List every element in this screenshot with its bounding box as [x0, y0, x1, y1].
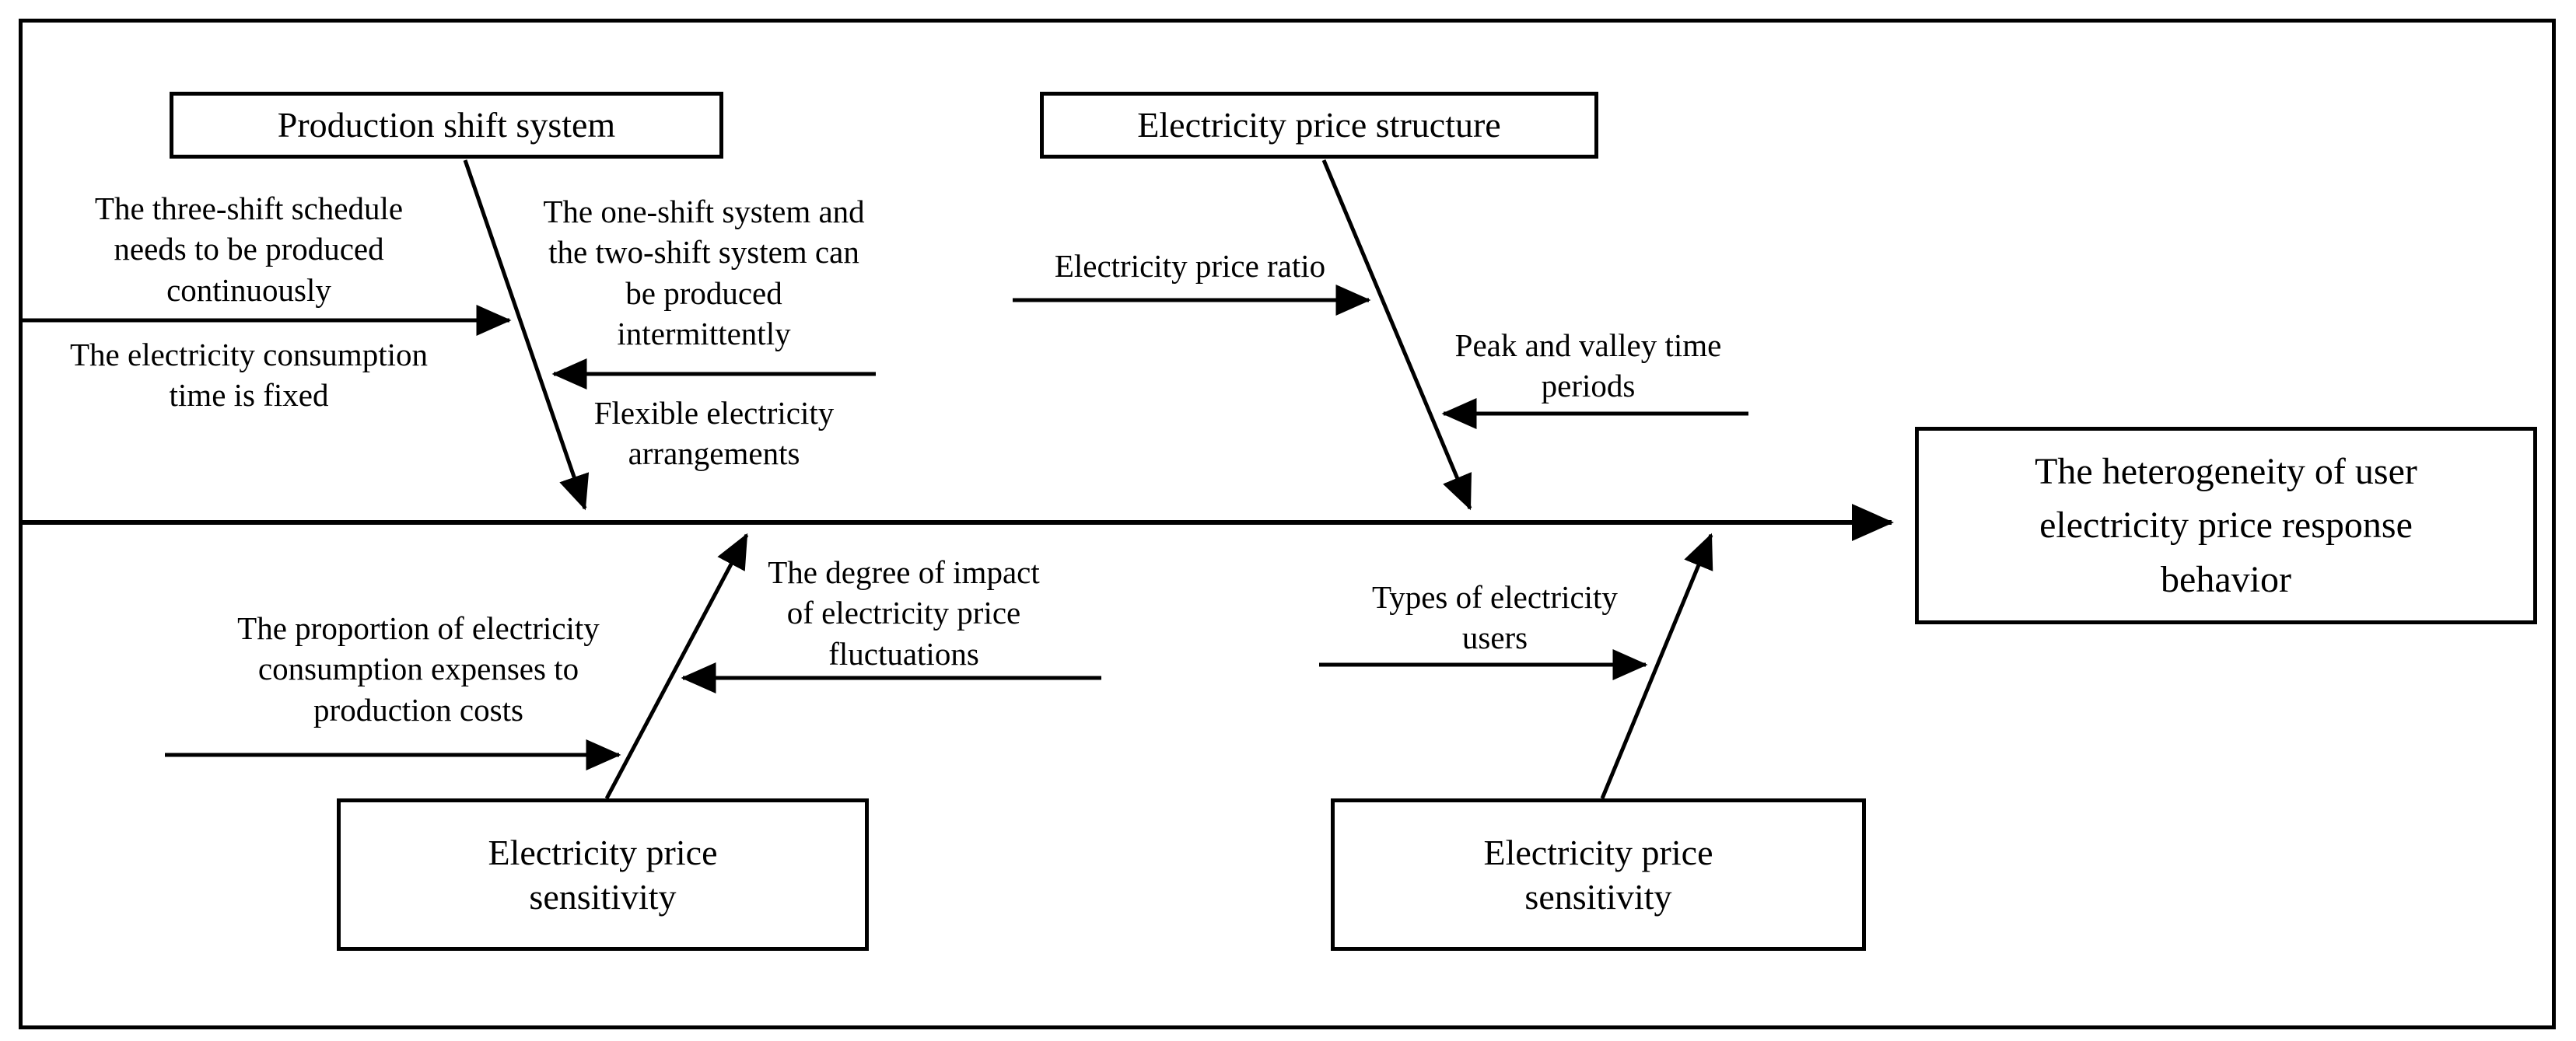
cause-label-types-of-users: Types of electricity users — [1372, 579, 1618, 656]
cause-label-electricity-price-ratio: Electricity price ratio — [1054, 248, 1326, 284]
cause-label-peak-valley-periods: Peak and valley time periods — [1454, 327, 1722, 404]
category-box-electricity-price-structure: Electricity price structure — [1040, 92, 1598, 159]
cause-label-consumption-time-fixed: The electricity consumption time is fixe… — [70, 337, 428, 414]
bone-production-shift — [463, 159, 590, 511]
bone-price-sensitivity-right — [1600, 533, 1713, 799]
category-box-production-shift-system: Production shift system — [170, 92, 723, 159]
cause-label-flexible-arrangements: Flexible electricity arrangements — [593, 395, 835, 472]
cause-label-three-shift-schedule: The three-shift schedule needs to be pro… — [94, 190, 404, 308]
bone-price-sensitivity-left — [604, 533, 749, 800]
cause-label-one-shift-two-shift: The one-shift system and the two-shift s… — [543, 194, 865, 352]
effect-box-heterogeneity: The heterogeneity of user electricity pr… — [1915, 427, 2537, 624]
cause-label-degree-of-impact: The degree of impact of electricity pric… — [768, 554, 1040, 672]
category-box-electricity-price-sensitivity-right: Electricity price sensitivity — [1331, 798, 1866, 951]
cause-label-proportion-expenses: The proportion of electricity consumptio… — [237, 610, 600, 728]
category-box-electricity-price-sensitivity-left: Electricity price sensitivity — [337, 798, 869, 951]
bone-price-structure — [1321, 159, 1472, 511]
